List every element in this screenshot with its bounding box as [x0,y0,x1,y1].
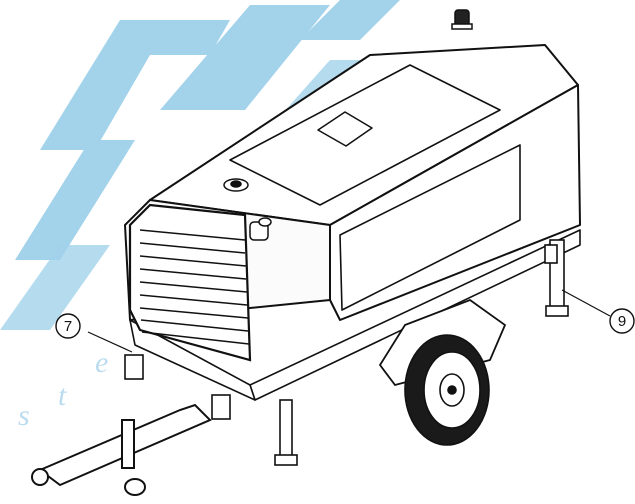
watermark-letters: s t e [18,346,108,432]
leader-lines [87,289,611,353]
front-lower-box [129,319,256,401]
tow-drawbar [31,403,212,496]
front-jack-stands [124,354,298,466]
filler-cap [223,178,249,192]
front-grille [128,203,252,362]
roof-cover [317,111,373,147]
trailer-wheel [404,334,490,446]
callout-7-label: 7 [64,318,72,335]
callout-9: 9 [609,308,635,334]
watermark-letter-t: t [58,379,67,412]
side-service-door [339,144,521,311]
callout-7: 7 [55,313,81,339]
watermark-letter-s: s [18,399,30,432]
fuel-cap [249,217,272,241]
roof-hatch [229,64,501,206]
compressor-body [124,44,581,401]
rear-jack-stand [544,239,569,317]
watermark-letter-e: e [95,346,108,379]
callout-9-label: 9 [618,313,626,330]
exhaust-cap [451,9,473,30]
